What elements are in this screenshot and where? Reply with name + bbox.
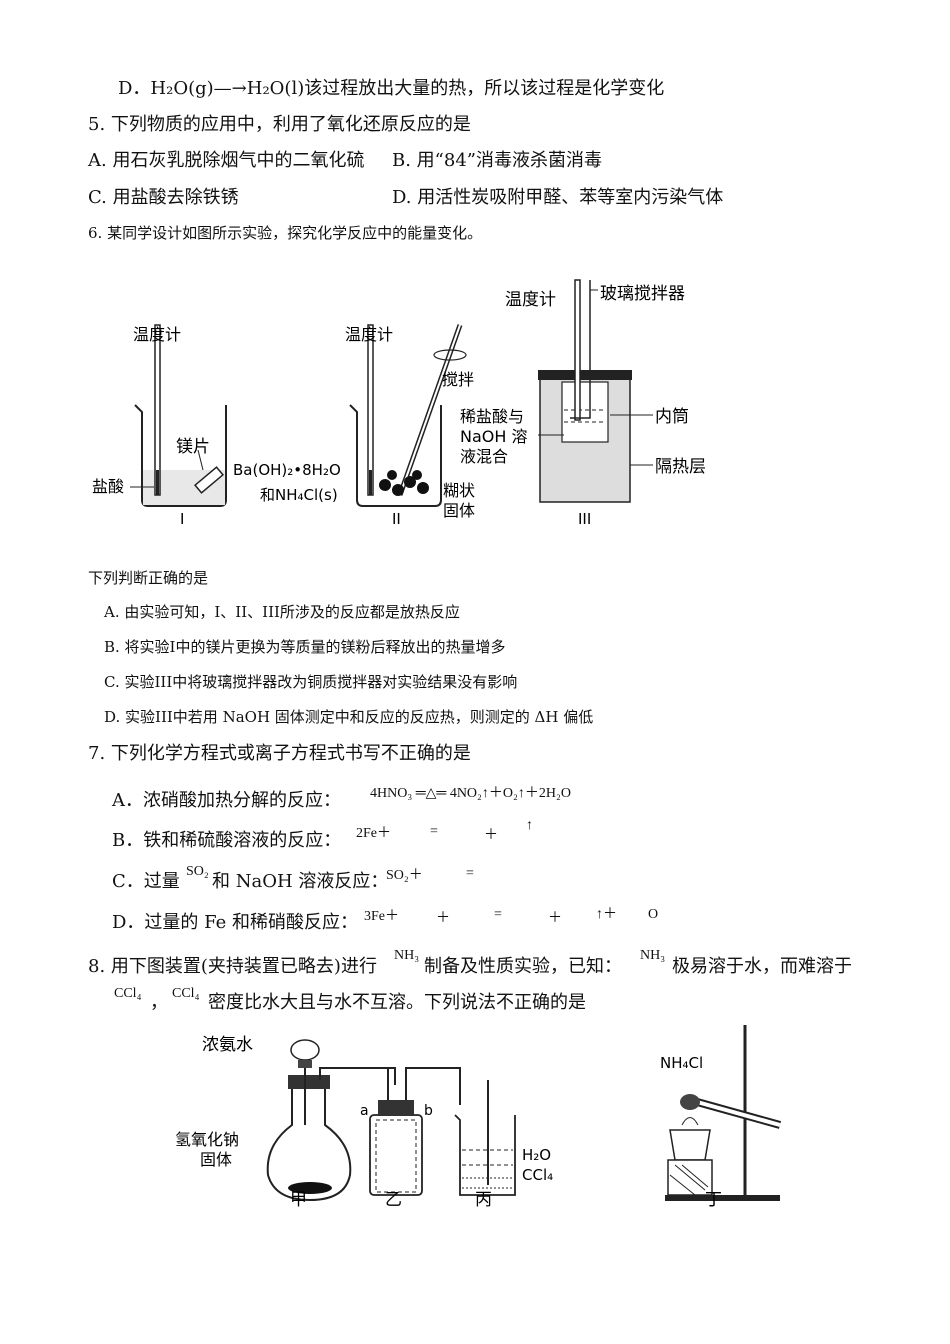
q5-stem: 5. 下列物质的应用中，利用了氧化还原反应的是: [88, 114, 471, 135]
ammonia-label: 浓氨水: [202, 1035, 253, 1055]
q8-nh3-1: NH₃: [394, 948, 420, 963]
q7-option-b: B．铁和稀硫酸溶液的反应：: [112, 830, 342, 851]
q5-option-b: B. 用“84”消毒液杀菌消毒: [392, 150, 602, 171]
thermometer-3-label: 温度计: [505, 290, 556, 310]
q7-option-d: D．过量的 Fe 和稀硝酸反应：: [112, 912, 359, 933]
hcl-label: 盐酸: [92, 477, 124, 496]
bing-label: 丙: [475, 1190, 492, 1210]
reagent-label-2: 和NH₄Cl(s): [260, 486, 338, 504]
q8-ccl4-2: CCl₄: [172, 986, 200, 1001]
insulation-label: 隔热层: [655, 457, 706, 477]
q8-figure: 浓氨水 氢氧化钠 固体 a b H₂O CCl₄ NH₄Cl 甲 乙 丙 丁: [175, 1025, 782, 1210]
apparatus-ding: [665, 1025, 782, 1201]
beaker-1-label: I: [180, 510, 184, 528]
mix-label-2: NaOH 溶: [460, 427, 528, 446]
q4-option-d: D．H₂O(g)—→H₂O(l)该过程放出大量的热，所以该过程是化学变化: [118, 78, 665, 99]
thermometer-2-label: 温度计: [345, 325, 393, 344]
q5-option-d: D. 用活性炭吸附甲醛、苯等室内污染气体: [392, 187, 724, 208]
stir-label: 搅拌: [442, 370, 474, 389]
q7-d-eq-3: =: [494, 907, 502, 922]
q8-stem-3: 极易溶于水，而难溶于: [672, 956, 852, 977]
bottle-yi: [369, 1067, 461, 1196]
q8-comma: ，: [150, 992, 168, 1013]
paste-label-1: 糊状: [443, 481, 475, 500]
thermometer-1-label-a: 温度计: [133, 325, 181, 344]
q5-option-a: A. 用石灰乳脱除烟气中的二氧化硫: [88, 150, 365, 171]
q7-option-c-2: 和 NaOH 溶液反应：: [212, 871, 389, 892]
q6-option-b: B. 将实验I中的镁片更换为等质量的镁粉后释放出的热量增多: [104, 638, 506, 656]
q7-b-eq-2: =: [430, 824, 438, 839]
inner-cylinder-label: 内筒: [655, 407, 689, 427]
q8-stem-1: 8. 用下图装置(夹持装置已略去)进行: [88, 956, 377, 977]
q7-c-eq-2: =: [466, 866, 474, 881]
q7-equation-a: 4HNO₃ ═△═ 4NO₂↑＋O₂↑＋2H₂O: [370, 786, 572, 801]
q7-c-eq-1: SO₂＋: [386, 868, 423, 883]
q6-option-a: A. 由实验可知，I、II、III所涉及的反应都是放热反应: [104, 603, 460, 621]
q7-d-eq-5: ↑＋: [596, 907, 617, 922]
naoh-label-2: 固体: [200, 1150, 232, 1169]
naoh-label-1: 氢氧化钠: [175, 1130, 239, 1149]
q7-d-eq-4: ＋: [548, 911, 562, 926]
q7-option-a: A．浓硝酸加热分解的反应：: [112, 790, 341, 811]
q8-stem-2: 制备及性质实验，已知：: [424, 956, 622, 977]
port-b-label: b: [424, 1103, 433, 1119]
ding-label: 丁: [705, 1190, 722, 1210]
yi-label: 乙: [385, 1190, 402, 1210]
q8-nh3-2: NH₃: [640, 948, 666, 963]
q6-judge: 下列判断正确的是: [88, 569, 209, 587]
q7-d-eq-2: ＋: [436, 911, 450, 926]
reagent-label-1: Ba(OH)₂•8H₂O: [233, 461, 341, 479]
q8-stem-4: 密度比水大且与水不互溶。下列说法不正确的是: [208, 992, 586, 1013]
glass-stirrer-label: 玻璃搅拌器: [600, 284, 685, 304]
jia-label: 甲: [290, 1190, 307, 1210]
flask-jia: [266, 1039, 396, 1202]
q6-stem: 6. 某同学设计如图所示实验，探究化学反应中的能量变化。: [88, 224, 483, 242]
beaker-2-label: II: [392, 510, 401, 528]
q5-option-c: C. 用盐酸去除铁锈: [88, 187, 239, 208]
q7-option-c-1: C．过量: [112, 871, 180, 892]
h2o-label: H₂O: [522, 1146, 551, 1164]
calorimeter-label: III: [578, 510, 591, 528]
beaker-1: [130, 324, 227, 507]
q7-stem: 7. 下列化学方程式或离子方程式书写不正确的是: [88, 743, 471, 764]
q7-d-eq-1: 3Fe＋: [364, 909, 399, 924]
beaker-bing: [454, 1080, 516, 1196]
q6-figure: 温度计 镁片 盐酸 I 温度计 搅拌 Ba(OH)₂•8H₂O 和NH₄Cl(s…: [92, 279, 706, 528]
beaker-2: [349, 324, 467, 507]
q6-option-c: C. 实验III中将玻璃搅拌器改为铜质搅拌器对实验结果没有影响: [104, 673, 518, 691]
port-a-label: a: [360, 1103, 369, 1119]
mg-label: 镁片: [176, 437, 210, 457]
paste-label-2: 固体: [443, 501, 475, 520]
q7-b-eq-3: ＋: [484, 828, 498, 843]
ccl4-label: CCl₄: [522, 1166, 553, 1184]
q8-ccl4-1: CCl₄: [114, 986, 142, 1001]
q7-b-eq-1: 2Fe＋: [356, 826, 391, 841]
q7-c-so2: SO₂: [186, 864, 209, 879]
nh4cl-label: NH₄Cl: [660, 1054, 703, 1072]
q7-d-eq-6: O: [648, 907, 659, 922]
q6-option-d: D. 实验III中若用 NaOH 固体测定中和反应的反应热，则测定的 ΔH 偏低: [104, 708, 594, 726]
mix-label-3: 液混合: [460, 447, 508, 466]
calorimeter: [538, 279, 653, 503]
q7-b-eq-4: ↑: [526, 818, 533, 833]
mix-label-1: 稀盐酸与: [460, 407, 524, 426]
